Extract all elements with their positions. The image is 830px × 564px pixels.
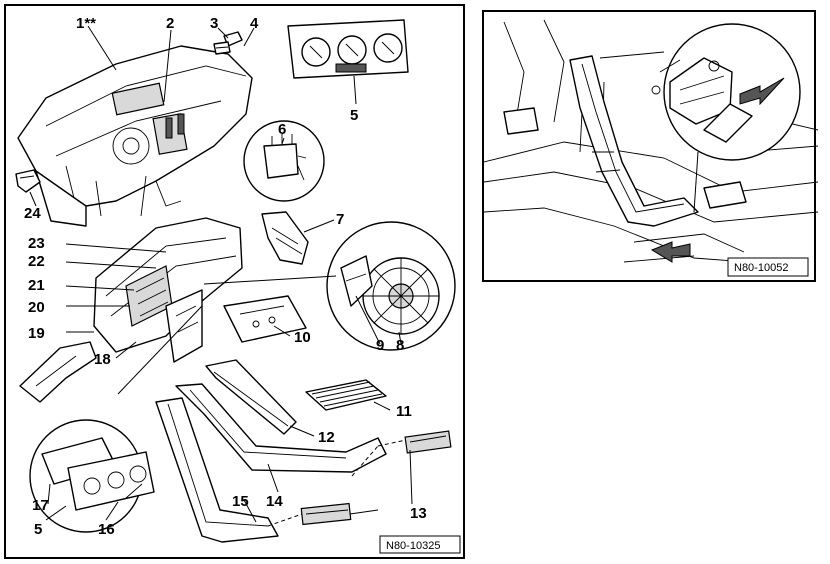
leader-lines: [29, 25, 413, 523]
callout-9: 9: [376, 337, 384, 354]
callout-17: 17: [32, 497, 49, 514]
callout-20: 20: [28, 299, 45, 316]
callout-8: 8: [396, 337, 404, 354]
callout-12: 12: [318, 429, 335, 446]
direction-arrow-upper: [739, 77, 785, 106]
callout-3: 3: [210, 15, 218, 32]
callout-1: 1**: [76, 15, 96, 32]
callout-21: 21: [28, 277, 45, 294]
left-reference-code: N80-10325: [386, 540, 440, 552]
duct-part-7: [261, 211, 309, 265]
callout-13: 13: [410, 505, 427, 522]
duct-part-12: [205, 359, 297, 435]
left-reference-box: N80-10325: [379, 535, 461, 554]
control-panel-detail: [29, 419, 155, 533]
duct-connection-detail: [651, 23, 801, 161]
callout-11: 11: [396, 403, 412, 420]
callout-18: 18: [94, 351, 111, 368]
right-reference-code: N80-10052: [734, 262, 788, 274]
bracket-part-19: [19, 341, 97, 403]
callout-23: 23: [28, 235, 45, 252]
heater-unit-assembly: [93, 217, 243, 363]
heater-control-panel-top: [287, 19, 409, 79]
bracket-part-24: [15, 169, 41, 193]
exploded-parts-diagram: 1** 2 3 4 5 6 7 8 9 10 11 12 13 14 15 16…: [4, 4, 465, 559]
vent-grille-part-13: [300, 430, 452, 526]
callout-16: 16: [98, 521, 115, 538]
installation-detail-diagram: N80-10052: [482, 10, 818, 282]
direction-arrow-lower: [650, 241, 691, 263]
air-duct-rear: [569, 55, 699, 227]
callout-19: 19: [28, 325, 45, 342]
vehicle-floor-structure: [484, 19, 818, 265]
fastener-part-4: [213, 41, 231, 55]
installation-detail-drawing: N80-10052: [484, 19, 818, 277]
callout-labels: 1** 2 3 4 5 6 7 8 9 10 11 12 13 14 15 16…: [24, 15, 427, 538]
callout-7: 7: [336, 211, 344, 228]
callout-14: 14: [266, 493, 283, 510]
right-reference-box: N80-10052: [727, 257, 809, 277]
duct-part-15: [155, 397, 279, 543]
callout-2: 2: [166, 15, 174, 32]
plate-part-10: [223, 295, 307, 343]
callout-4: 4: [250, 15, 259, 32]
pollen-filter-part-11: [305, 379, 387, 411]
blower-motor-detail: [326, 221, 456, 351]
exploded-parts-drawing: 1** 2 3 4 5 6 7 8 9 10 11 12 13 14 15 16…: [15, 15, 461, 554]
dashboard-panel: [17, 45, 253, 227]
callout-22: 22: [28, 253, 45, 270]
sensor-part-6-detail: [243, 120, 325, 202]
callout-5-bottom: 5: [34, 521, 42, 538]
callout-10: 10: [294, 329, 311, 346]
callout-15: 15: [232, 493, 249, 510]
callout-6: 6: [278, 121, 286, 138]
callout-24: 24: [24, 205, 41, 222]
callout-5-top: 5: [350, 107, 358, 124]
duct-part-14: [175, 383, 387, 473]
detail-connector-lines: [599, 51, 699, 213]
